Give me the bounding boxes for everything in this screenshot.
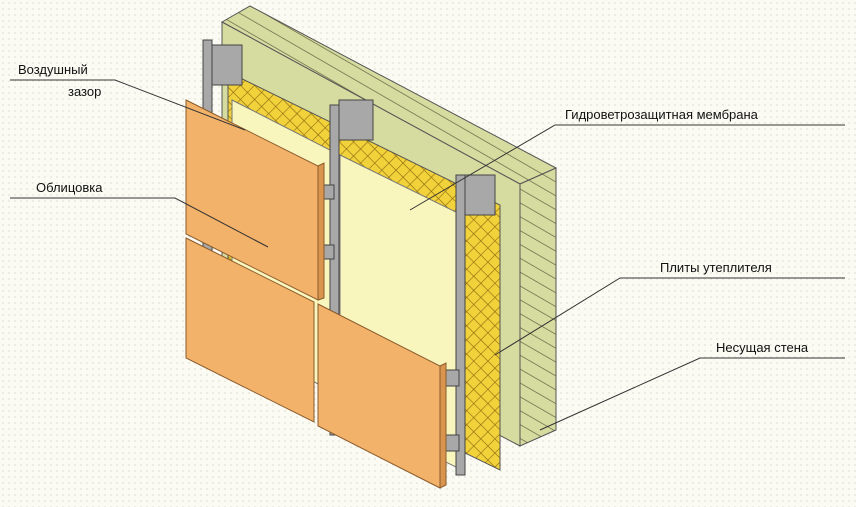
label-cladding: Облицовка bbox=[36, 180, 103, 195]
label-insulation: Плиты утеплителя bbox=[660, 260, 772, 275]
label-membrane: Гидроветрозащитная мембрана bbox=[565, 107, 758, 122]
label-air-gap: Воздушный bbox=[18, 62, 88, 77]
cladding-panels bbox=[185, 99, 447, 489]
label-air-gap-2: зазор bbox=[68, 84, 102, 99]
label-wall: Несущая стена bbox=[716, 340, 809, 355]
leader-lines bbox=[10, 79, 845, 431]
